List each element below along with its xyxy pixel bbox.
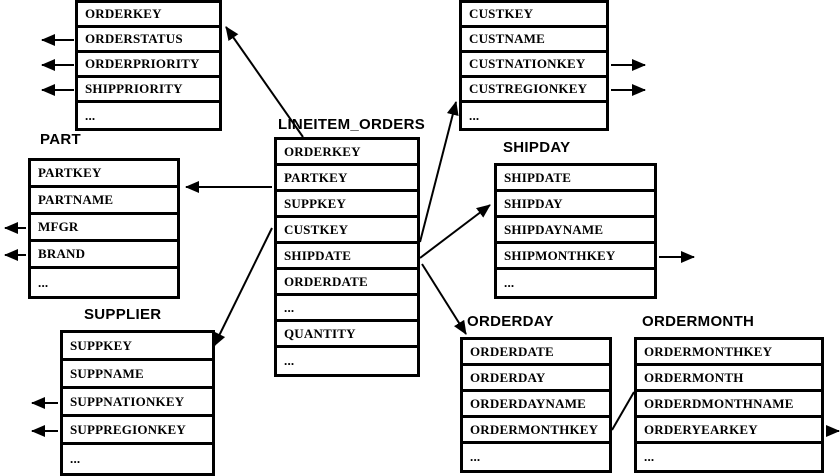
field-row: ... [504,275,515,290]
part-table: PARTKEY PARTNAME MFGR BRAND ... [28,158,180,299]
supplier-table-title: SUPPLIER [84,306,162,323]
field-row: ORDERMONTHKEY [463,418,609,444]
field-row: QUANTITY [277,322,417,348]
connector-lineitem-to-shipday [419,204,491,259]
shipday-table: SHIPDATE SHIPDAY SHIPDAYNAME SHIPMONTHKE… [494,163,657,299]
connector-orderday-to-ordermonth [611,391,635,431]
lineitem-orders-table: ORDERKEY PARTKEY SUPPKEY CUSTKEY SHIPDAT… [274,137,420,377]
field-row: SUPPNATIONKEY [63,389,212,417]
field-row: ORDERKEY [78,3,219,28]
field-row: ORDERDAY [463,366,609,392]
field-row: PARTNAME [31,188,177,215]
orderday-table-title: ORDERDAY [467,313,554,330]
field-row: BRAND [31,242,177,269]
connector-lineitem-to-supplier [213,227,273,347]
connector-lineitem-to-customer [419,101,459,243]
field-row: ORDERPRIORITY [78,53,219,78]
field-row: PARTKEY [277,166,417,192]
field-row: CUSTNAME [462,28,606,53]
field-row: ... [644,449,655,464]
field-row: SHIPPRIORITY [78,78,219,103]
field-row: ORDERDATE [277,270,417,296]
field-row: PARTKEY [31,161,177,188]
field-row: ORDERSTATUS [78,28,219,53]
field-row: SUPPREGIONKEY [63,417,212,445]
field-row: ORDERDATE [463,340,609,366]
ordermonth-table-title: ORDERMONTH [642,313,755,330]
field-row: SUPPKEY [63,333,212,361]
customer-table: CUSTKEY CUSTNAME CUSTNATIONKEY CUSTREGIO… [459,0,609,131]
field-row: SHIPDAYNAME [497,218,654,244]
ordermonth-table: ORDERMONTHKEY ORDERMONTH ORDERDMONTHNAME… [634,337,824,473]
field-row: SUPPKEY [277,192,417,218]
field-row: ORDERMONTHKEY [637,340,821,366]
field-row: ORDERYEARKEY [637,418,821,444]
field-row: ORDERDMONTHNAME [637,392,821,418]
field-row: ... [70,451,81,466]
connector-lineitem-to-orderday [421,263,467,335]
field-row: SHIPMONTHKEY [497,244,654,270]
field-row: ... [38,274,49,290]
field-row: ... [469,107,480,123]
field-row: SUPPNAME [63,361,212,389]
field-row: CUSTKEY [462,3,606,28]
field-row: ... [277,296,417,322]
field-row: CUSTNATIONKEY [462,53,606,78]
orderday-table: ORDERDATE ORDERDAY ORDERDAYNAME ORDERMON… [460,337,612,473]
field-row: ORDERDAYNAME [463,392,609,418]
field-row: MFGR [31,215,177,242]
orders-table: ORDERKEY ORDERSTATUS ORDERPRIORITY SHIPP… [75,0,222,131]
field-row: ORDERKEY [277,140,417,166]
lineitem-orders-table-title: LINEITEM_ORDERS [278,116,426,133]
field-row: CUSTREGIONKEY [462,78,606,103]
field-row: SHIPDATE [497,166,654,192]
field-row: ... [284,353,295,368]
part-table-title: PART [40,131,81,148]
field-row: SHIPDATE [277,244,417,270]
field-row: ORDERMONTH [637,366,821,392]
field-row: ... [470,449,481,464]
shipday-table-title: SHIPDAY [503,139,571,156]
field-row: CUSTKEY [277,218,417,244]
supplier-table: SUPPKEY SUPPNAME SUPPNATIONKEY SUPPREGIO… [60,330,215,476]
field-row: SHIPDAY [497,192,654,218]
field-row: ... [85,107,96,123]
